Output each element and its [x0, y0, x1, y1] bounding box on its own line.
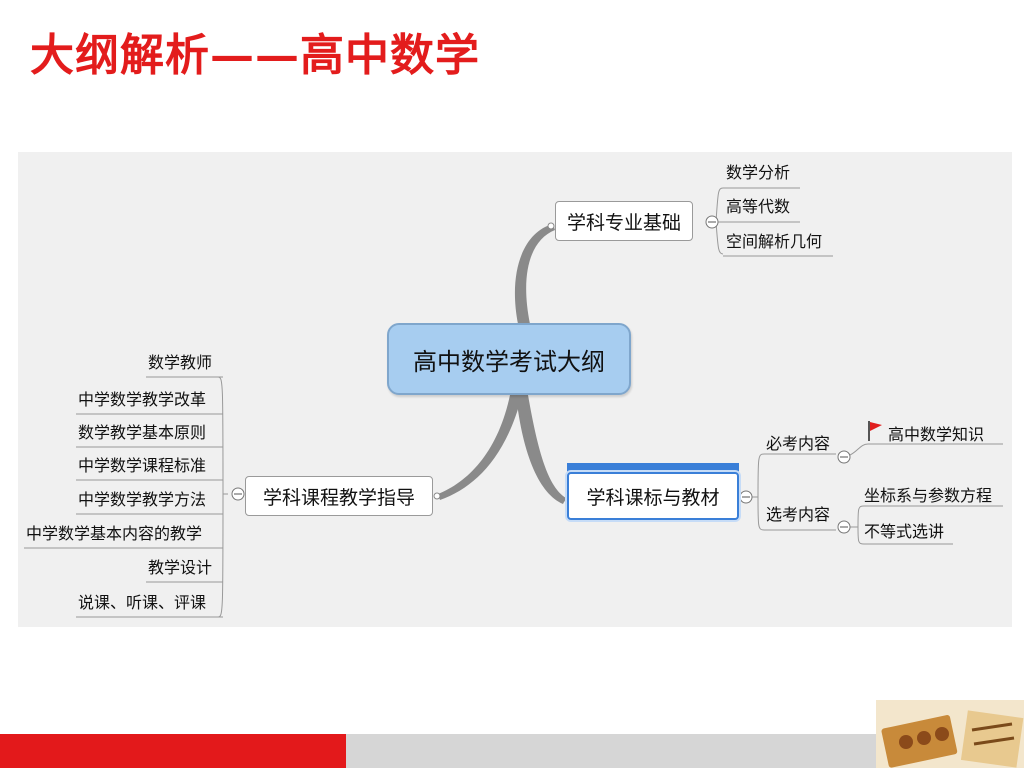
leaf-coordinate-parametric[interactable]: 坐标系与参数方程	[864, 486, 993, 505]
connector-central-branch2	[438, 395, 522, 500]
leaf-teaching-design[interactable]: 教学设计	[148, 558, 213, 577]
branch-curriculum-guidance[interactable]: 学科课程教学指导	[245, 476, 433, 516]
leaf-math-teacher[interactable]: 数学教师	[148, 353, 213, 372]
branch-subject-foundation[interactable]: 学科专业基础	[555, 201, 693, 241]
leaf-inequality-selected[interactable]: 不等式选讲	[864, 522, 945, 541]
selection-handle-bar[interactable]	[567, 463, 739, 472]
leaf-math-analysis[interactable]: 数学分析	[726, 163, 791, 182]
branch-standards-textbooks[interactable]: 学科课标与教材	[567, 472, 739, 520]
footer-red-bar	[0, 734, 346, 768]
footer-gray-bar	[346, 734, 876, 768]
leaf-basic-content-teaching[interactable]: 中学数学基本内容的教学	[26, 524, 203, 543]
mind-map-connectors	[24, 187, 1003, 618]
central-topic[interactable]: 高中数学考试大纲	[387, 323, 631, 395]
page-title: 大纲解析——高中数学	[30, 30, 480, 81]
connector-central-branch1	[514, 224, 555, 324]
leaf-teaching-methods[interactable]: 中学数学教学方法	[78, 490, 207, 509]
leaf-curriculum-standard[interactable]: 中学数学课程标准	[78, 456, 207, 475]
leaf-teaching-principles[interactable]: 数学教学基本原则	[78, 423, 207, 442]
sub-elective-content[interactable]: 选考内容	[766, 505, 831, 524]
sub-required-content[interactable]: 必考内容	[766, 434, 831, 453]
flag-icon	[868, 421, 882, 441]
connector-central-branch3	[516, 395, 566, 504]
leaf-higher-algebra[interactable]: 高等代数	[726, 197, 791, 216]
abacus-decoration-icon	[876, 700, 1024, 768]
leaf-analytic-geometry[interactable]: 空间解析几何	[726, 232, 823, 251]
leaf-teaching-reform[interactable]: 中学数学教学改革	[78, 390, 207, 409]
leaf-lecture-observe-evaluate[interactable]: 说课、听课、评课	[78, 593, 207, 612]
leaf-high-school-math-knowledge[interactable]: 高中数学知识	[888, 425, 985, 444]
